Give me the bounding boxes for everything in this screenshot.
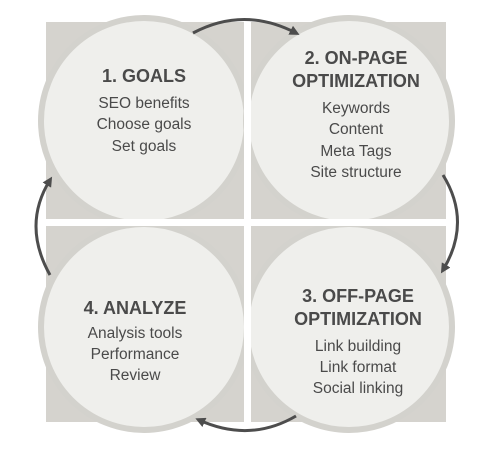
- stage-item: Review: [110, 367, 162, 384]
- stage-goals: 1. GOALS SEO benefits Choose goals Set g…: [97, 66, 192, 155]
- cross-divider: [30, 10, 464, 434]
- curved-arrow-left-icon: [195, 414, 297, 433]
- stage-item: Link building: [315, 338, 401, 355]
- horizontal-divider: [30, 219, 464, 226]
- stage-item: Choose goals: [97, 116, 192, 133]
- stage-on-page-optimization: 2. ON-PAGE OPTIMIZATION Keywords Content…: [292, 48, 420, 181]
- stage-item: Performance: [91, 346, 180, 363]
- stage-title: 2. ON-PAGE: [305, 48, 408, 68]
- stage-item: Meta Tags: [320, 143, 391, 160]
- stage-item: Link format: [320, 359, 397, 376]
- stage-title: OPTIMIZATION: [292, 71, 420, 91]
- stage-title: 4. ANALYZE: [84, 298, 187, 318]
- stage-item: Analysis tools: [88, 325, 183, 342]
- stage-analyze: 4. ANALYZE Analysis tools Performance Re…: [84, 298, 187, 384]
- cycle-arrows: [34, 18, 459, 433]
- curved-arrow-up-icon: [34, 176, 53, 276]
- stage-item: Content: [329, 121, 384, 138]
- stage-title: OPTIMIZATION: [294, 309, 422, 329]
- stage-item: Social linking: [313, 380, 403, 397]
- stage-item: Set goals: [112, 138, 177, 155]
- curved-arrow-down-icon: [440, 174, 459, 274]
- stage-item: Keywords: [322, 100, 390, 117]
- stage-title: 3. OFF-PAGE: [302, 286, 414, 306]
- stage-off-page-optimization: 3. OFF-PAGE OPTIMIZATION Link building L…: [294, 286, 422, 397]
- stage-item: Site structure: [310, 164, 401, 181]
- stage-item: SEO benefits: [98, 95, 190, 112]
- curved-arrow-right-icon: [192, 18, 300, 35]
- stage-title: 1. GOALS: [102, 66, 186, 86]
